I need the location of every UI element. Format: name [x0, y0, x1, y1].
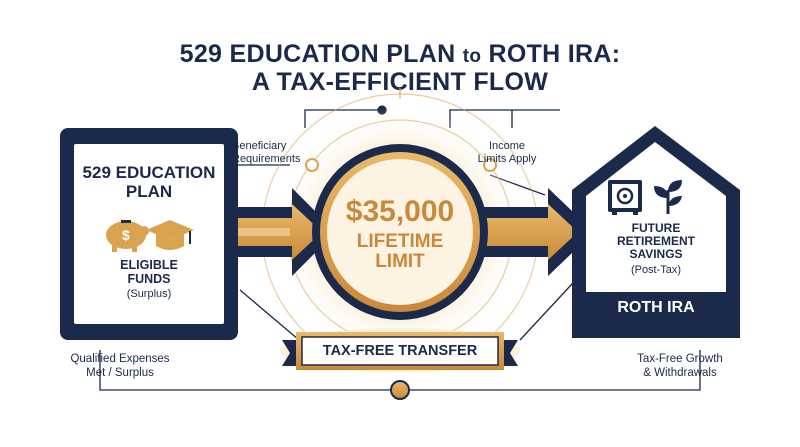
safe-icon	[608, 180, 642, 215]
right-flow-arrow	[470, 188, 594, 276]
surplus-note: (Surplus)	[126, 288, 172, 300]
income-limits-label: Income Limits Apply	[477, 140, 537, 165]
svg-text:$: $	[122, 227, 130, 243]
eligible-funds-label: ELIGIBLE FUNDS	[120, 258, 178, 286]
roth-ira-label: ROTH IRA	[617, 299, 695, 316]
qualified-expenses-caption: Qualified Expenses Met / Surplus	[70, 353, 170, 379]
plan-529-title: 529 EDUCATION PLAN	[82, 163, 216, 201]
node-dot-right	[483, 158, 497, 172]
beneficiary-requirements-label: Beneficiary Requirements	[232, 140, 301, 165]
page-title-line1: 529 EDUCATION PLAN to ROTH IRA:	[179, 40, 621, 68]
tax-free-transfer-banner	[280, 328, 520, 372]
left-flow-arrow	[212, 188, 336, 276]
tax-free-transfer-label: TAX-FREE TRANSFER	[322, 343, 478, 359]
future-retirement-savings-label: FUTURE RETIREMENT SAVINGS	[617, 221, 695, 261]
lifetime-limit-circle	[312, 144, 488, 320]
bottom-node-dot	[390, 380, 410, 400]
graduation-cap-icon	[146, 220, 194, 250]
roth-ira-plate	[586, 292, 726, 324]
lifetime-limit-amount: $35,000	[345, 195, 455, 228]
post-tax-note: (Post-Tax)	[630, 264, 682, 276]
plant-sprout-icon	[654, 180, 682, 214]
tax-free-growth-caption: Tax-Free Growth & Withdrawals	[637, 353, 723, 379]
piggy-bank-dollar-icon: $	[106, 220, 149, 252]
plan-529-panel	[60, 128, 238, 340]
node-dot-left	[305, 158, 319, 172]
lifetime-limit-label: LIFETIME LIMIT	[356, 231, 444, 272]
